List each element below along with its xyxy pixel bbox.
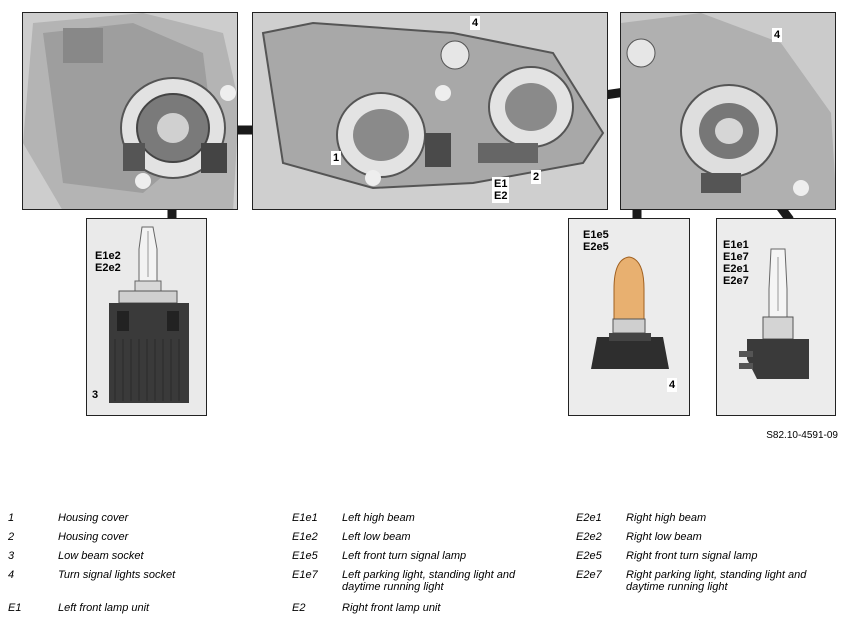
callout-e1e1-group: E1e1 E1e7 E2e1 E2e7: [723, 239, 749, 287]
legend-description: Left high beam: [342, 512, 415, 524]
legend-description: Housing cover: [58, 531, 129, 543]
figure-reference: S82.10-4591-09: [766, 430, 838, 441]
callout-4-right: 4: [772, 28, 783, 42]
legend-description: Right front turn signal lamp: [626, 550, 758, 562]
legend-code: E2e1: [576, 512, 602, 524]
headlamp-rear-closeup-right: [620, 12, 836, 210]
legend-description: Left low beam: [342, 531, 411, 543]
legend-code: E2e2: [576, 531, 602, 543]
callout-4-bulb: 4: [667, 378, 678, 392]
legend-description: Housing cover: [58, 512, 129, 524]
low-beam-bulb-socket-panel: [86, 218, 207, 416]
callout-e1e2-e2e2: E1e2 E2e2: [95, 250, 121, 274]
legend-code: E1e7: [292, 569, 318, 581]
legend-code: E2: [292, 602, 306, 614]
legend-code: 2: [8, 531, 15, 543]
legend-description: Left front turn signal lamp: [342, 550, 467, 562]
legend-code: 4: [8, 569, 15, 581]
legend-code: E1: [8, 602, 22, 614]
callout-3: 3: [92, 389, 99, 401]
callout-4-top: 4: [470, 16, 481, 30]
legend-code: E1e2: [292, 531, 318, 543]
legend-description: Left front lamp unit: [58, 602, 150, 614]
headlamp-rear-view: [252, 12, 608, 210]
callout-e1e5-e2e5: E1e5 E2e5: [583, 229, 609, 253]
legend-code: 1: [8, 512, 15, 524]
legend-code: E1e1: [292, 512, 318, 524]
legend-code: E2e5: [576, 550, 602, 562]
legend-description: Right low beam: [626, 531, 702, 543]
headlamp-rear-closeup-left: [22, 12, 238, 210]
callout-e1-e2: E1 E2: [492, 177, 510, 203]
legend-code: 3: [8, 550, 15, 562]
callout-1: 1: [331, 151, 342, 165]
legend-description: Left parking light, standing light and d…: [342, 569, 516, 593]
legend-description: Right parking light, standing light and …: [626, 569, 807, 593]
callout-2: 2: [531, 170, 542, 184]
high-beam-bulb-socket-panel: [716, 218, 836, 416]
legend-code: E2e7: [576, 569, 602, 581]
legend-description: Right high beam: [626, 512, 707, 524]
legend-description: Low beam socket: [58, 550, 144, 562]
legend-code: E1e5: [292, 550, 318, 562]
legend-description: Turn signal lights socket: [58, 569, 176, 581]
legend-description: Right front lamp unit: [342, 602, 441, 614]
